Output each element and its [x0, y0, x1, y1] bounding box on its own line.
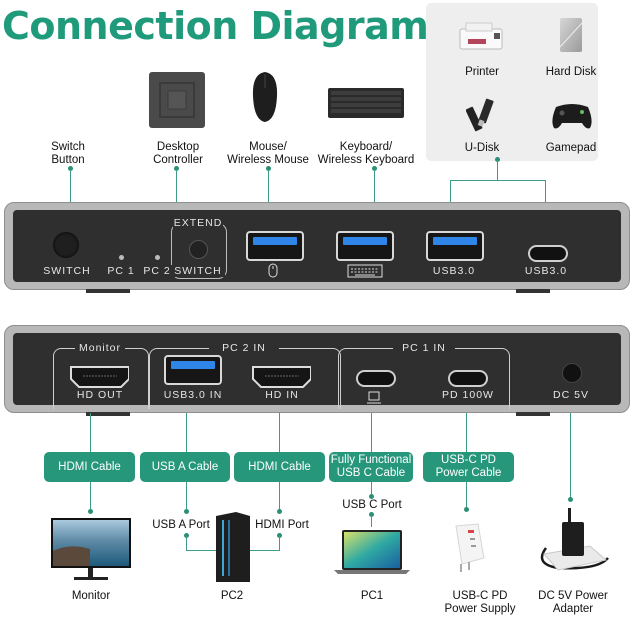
- extend-text: EXTEND: [173, 217, 223, 229]
- extend-switch-text: SWITCH: [171, 265, 225, 277]
- switch-text: SWITCH: [43, 265, 91, 277]
- pc2-text: PC 2: [143, 265, 171, 277]
- keyboard-label: Keyboard/Wireless Keyboard: [317, 141, 415, 166]
- dc-port[interactable]: [562, 363, 582, 383]
- usbc-port-front[interactable]: [528, 245, 568, 262]
- peripheral-label-printer: Printer: [465, 66, 499, 78]
- kvm-back-panel: Monitor HD OUT PC 2 IN USB3.0 IN HD IN P…: [4, 325, 630, 413]
- usb-c-port-label: USB C Port: [342, 499, 402, 511]
- switch-button[interactable]: [53, 232, 79, 258]
- device-label-monitor: Monitor: [71, 590, 111, 602]
- usb-a-port-label: USB A Port: [152, 519, 210, 531]
- pc2-group-text: PC 2 IN: [209, 342, 279, 354]
- usbc-port-front-text: USB3.0: [524, 265, 568, 277]
- hdmi-port-label: HDMI Port: [255, 519, 309, 531]
- mouse-icon: [268, 263, 278, 278]
- usb-c-charger-icon: [455, 523, 485, 572]
- usb-in-port[interactable]: [164, 355, 222, 385]
- desktop-controller-icon: [149, 72, 205, 128]
- usb-port-mouse[interactable]: [246, 231, 304, 261]
- kvm-front-panel: SWITCH PC 1 PC 2 EXTEND SWITCH USB3.0 US…: [4, 202, 630, 290]
- hard-disk-icon: [559, 18, 583, 52]
- desktop-tower-icon: [216, 512, 250, 582]
- mouse-icon: [252, 72, 278, 122]
- mouse-label: Mouse/Wireless Mouse: [227, 141, 309, 166]
- page-title: Connection Diagram: [2, 4, 429, 48]
- laptop-icon: [334, 530, 410, 574]
- usb-in-text: USB3.0 IN: [163, 389, 223, 401]
- usb-port-3[interactable]: [426, 231, 484, 261]
- gamepad-icon: [552, 104, 592, 129]
- usbc-pd-port[interactable]: [448, 370, 488, 387]
- peripheral-label-u-disk: U-Disk: [464, 142, 500, 154]
- pd-text: PD 100W: [442, 389, 494, 401]
- dc-text: DC 5V: [553, 389, 589, 401]
- pc1-led: [119, 255, 124, 260]
- usb-port-keyboard[interactable]: [336, 231, 394, 261]
- keyboard-icon: [328, 88, 404, 118]
- hdmi-in-port[interactable]: [251, 365, 311, 389]
- cable-hdmi-pc2: HDMI Cable: [234, 452, 325, 482]
- pc1-group-text: PC 1 IN: [393, 342, 455, 354]
- hdmi-out-port[interactable]: [69, 365, 129, 389]
- usb-drive-icon: [466, 98, 494, 132]
- cable-hdmi-monitor: HDMI Cable: [44, 452, 135, 482]
- hd-in-text: HD IN: [265, 389, 299, 401]
- monitor-icon: [51, 518, 131, 580]
- usbc-pc1-port[interactable]: [356, 370, 396, 387]
- monitor-group-text: Monitor: [75, 342, 125, 354]
- device-label-pc1: PC1: [360, 590, 384, 602]
- hd-out-text: HD OUT: [76, 389, 124, 401]
- extend-switch-button[interactable]: [189, 240, 208, 259]
- pc1-text: PC 1: [107, 265, 135, 277]
- laptop-icon: [367, 391, 381, 404]
- usb-port-3-text: USB3.0: [432, 265, 476, 277]
- keyboard-icon: [347, 264, 383, 278]
- cable-usb-a: USB A Cable: [140, 452, 230, 482]
- device-label-pc2: PC2: [220, 590, 244, 602]
- power-adapter-icon: [540, 508, 609, 571]
- printer-icon: [459, 22, 503, 50]
- peripherals-panel: Printer Hard Disk U-Disk Gamepad: [426, 3, 598, 161]
- pc2-led: [155, 255, 160, 260]
- peripheral-label-hard-disk: Hard Disk: [545, 66, 597, 78]
- peripheral-label-gamepad: Gamepad: [545, 142, 597, 154]
